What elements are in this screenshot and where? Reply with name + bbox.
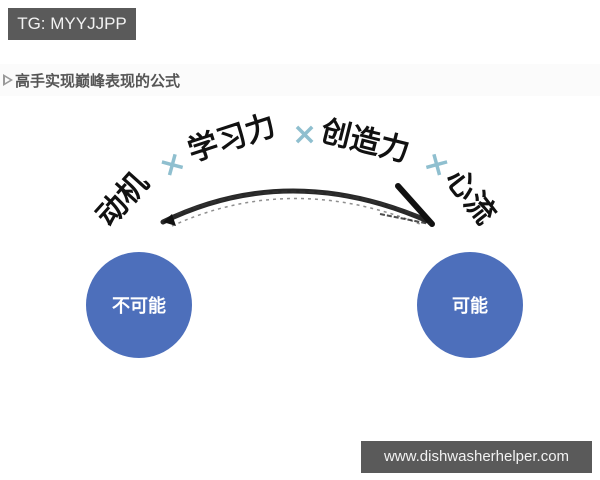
node-impossible-label: 不可能 [112, 296, 166, 317]
triangle-right-icon [3, 74, 13, 86]
heading-text: 高手实现巅峰表现的公式 [15, 72, 181, 90]
node-possible: 可能 [417, 252, 523, 358]
watermark: www.dishwasherhelper.com [361, 441, 592, 473]
section-heading: 高手实现巅峰表现的公式 [0, 64, 600, 96]
tag-label: TG: MYYJJPP [8, 8, 136, 40]
node-possible-label: 可能 [452, 296, 488, 317]
times-icon: × [292, 117, 318, 152]
node-impossible: 不可能 [86, 252, 192, 358]
